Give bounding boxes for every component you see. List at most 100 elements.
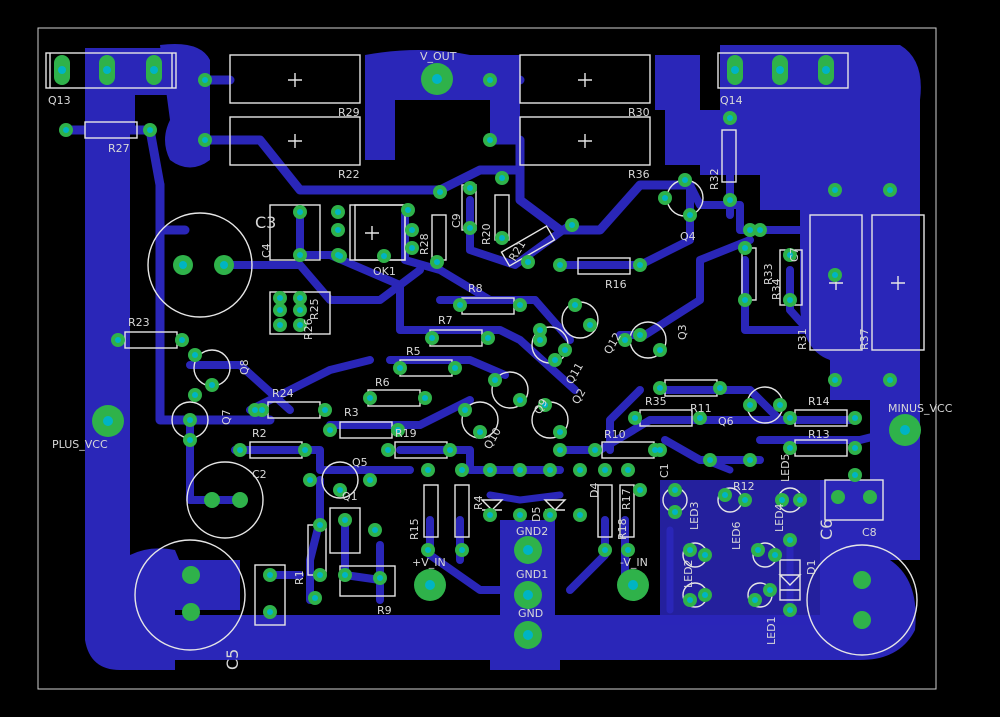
drill-hole xyxy=(702,592,708,598)
label-LED5: LED5 xyxy=(779,453,792,482)
C3-outline xyxy=(147,212,253,318)
drill-hole xyxy=(707,457,713,463)
drill-hole xyxy=(437,189,443,195)
drill-hole xyxy=(395,427,401,433)
label-R35: R35 xyxy=(645,395,667,408)
drill-hole xyxy=(542,402,548,408)
label-Q3: Q3 xyxy=(676,324,689,340)
drill-hole xyxy=(547,467,553,473)
drill-hole xyxy=(409,227,415,233)
drill-hole xyxy=(492,377,498,383)
drill-hole xyxy=(237,447,243,453)
drill-hole xyxy=(317,522,323,528)
drill-hole xyxy=(742,245,748,251)
label-R29: R29 xyxy=(338,106,360,119)
label-R33: R33 xyxy=(762,263,775,285)
label-R16: R16 xyxy=(605,278,627,291)
drill-hole xyxy=(687,212,693,218)
label-R15: R15 xyxy=(408,518,421,540)
drill-hole xyxy=(499,235,505,241)
drill-hole xyxy=(459,547,465,553)
drill-hole xyxy=(209,382,215,388)
label-C4: C4 xyxy=(260,243,273,258)
drill-hole xyxy=(337,253,343,259)
drill-hole xyxy=(367,395,373,401)
R22-outline xyxy=(229,116,361,166)
label-R11: R11 xyxy=(690,402,712,415)
label-LED3: LED3 xyxy=(688,501,701,530)
Q14-outline xyxy=(717,52,849,89)
drill-hole xyxy=(487,137,493,143)
drill-hole xyxy=(777,402,783,408)
label-R8: R8 xyxy=(468,282,483,295)
drill-hole xyxy=(467,225,473,231)
drill-hole xyxy=(267,609,273,615)
drill-hole xyxy=(697,415,703,421)
label-R34: R34 xyxy=(770,278,783,300)
pads xyxy=(54,55,921,649)
drill-hole xyxy=(557,262,563,268)
drill-hole xyxy=(557,429,563,435)
R27-outline xyxy=(84,121,138,139)
label-Q14: Q14 xyxy=(720,94,743,107)
drill-hole xyxy=(429,335,435,341)
drill-hole xyxy=(687,597,693,603)
label-Q13: Q13 xyxy=(48,94,71,107)
drill-hole xyxy=(409,245,415,251)
label-LED2: LED2 xyxy=(682,559,695,588)
label-R26: R26 xyxy=(302,318,315,340)
label-Q5: Q5 xyxy=(352,456,368,469)
label-R27: R27 xyxy=(108,142,130,155)
label-R23: R23 xyxy=(128,316,150,329)
label-R30: R30 xyxy=(628,106,650,119)
drill-hole xyxy=(657,385,663,391)
drill-hole xyxy=(852,445,858,451)
drill-hole xyxy=(517,397,523,403)
drill-hole xyxy=(487,512,493,518)
label-R7: R7 xyxy=(438,314,453,327)
drill-hole xyxy=(832,272,838,278)
label-Q7: Q7 xyxy=(220,409,233,425)
drill-hole xyxy=(259,407,265,413)
drill-hole xyxy=(602,467,608,473)
label-R9: R9 xyxy=(377,604,392,617)
C6-outline xyxy=(806,544,918,656)
drill-hole xyxy=(459,467,465,473)
label-D5: D5 xyxy=(530,507,543,522)
board-outline xyxy=(37,27,937,690)
drill-hole xyxy=(202,137,208,143)
drill-hole xyxy=(657,347,663,353)
copper-pours xyxy=(85,44,921,670)
R31-outline xyxy=(809,214,863,351)
drill-hole xyxy=(63,127,69,133)
drill-hole xyxy=(457,302,463,308)
drill-hole xyxy=(832,377,838,383)
drill-hole xyxy=(787,415,793,421)
drill-hole xyxy=(517,512,523,518)
drill-hole xyxy=(372,527,378,533)
drill-hole xyxy=(312,595,318,601)
drill-hole xyxy=(887,187,893,193)
drill-hole xyxy=(622,337,628,343)
label-R25: R25 xyxy=(308,298,321,320)
label-R14: R14 xyxy=(808,395,830,408)
drill-hole xyxy=(625,547,631,553)
drill-hole xyxy=(852,472,858,478)
label-Q4: Q4 xyxy=(680,230,696,243)
label-R17: R17 xyxy=(620,488,633,510)
drill-hole xyxy=(727,197,733,203)
drill-hole xyxy=(747,457,753,463)
label-gnd: GND xyxy=(518,607,543,620)
drill-hole xyxy=(632,415,638,421)
drill-hole xyxy=(787,445,793,451)
label-R18: R18 xyxy=(616,518,629,540)
drill-hole xyxy=(297,209,303,215)
drill-hole xyxy=(755,547,761,553)
label-Q8: Q8 xyxy=(238,359,251,375)
drill-hole xyxy=(425,467,431,473)
drill-hole xyxy=(115,337,121,343)
label-R37: R37 xyxy=(858,328,871,350)
label-C6: C6 xyxy=(817,519,836,540)
drill-hole xyxy=(787,537,793,543)
